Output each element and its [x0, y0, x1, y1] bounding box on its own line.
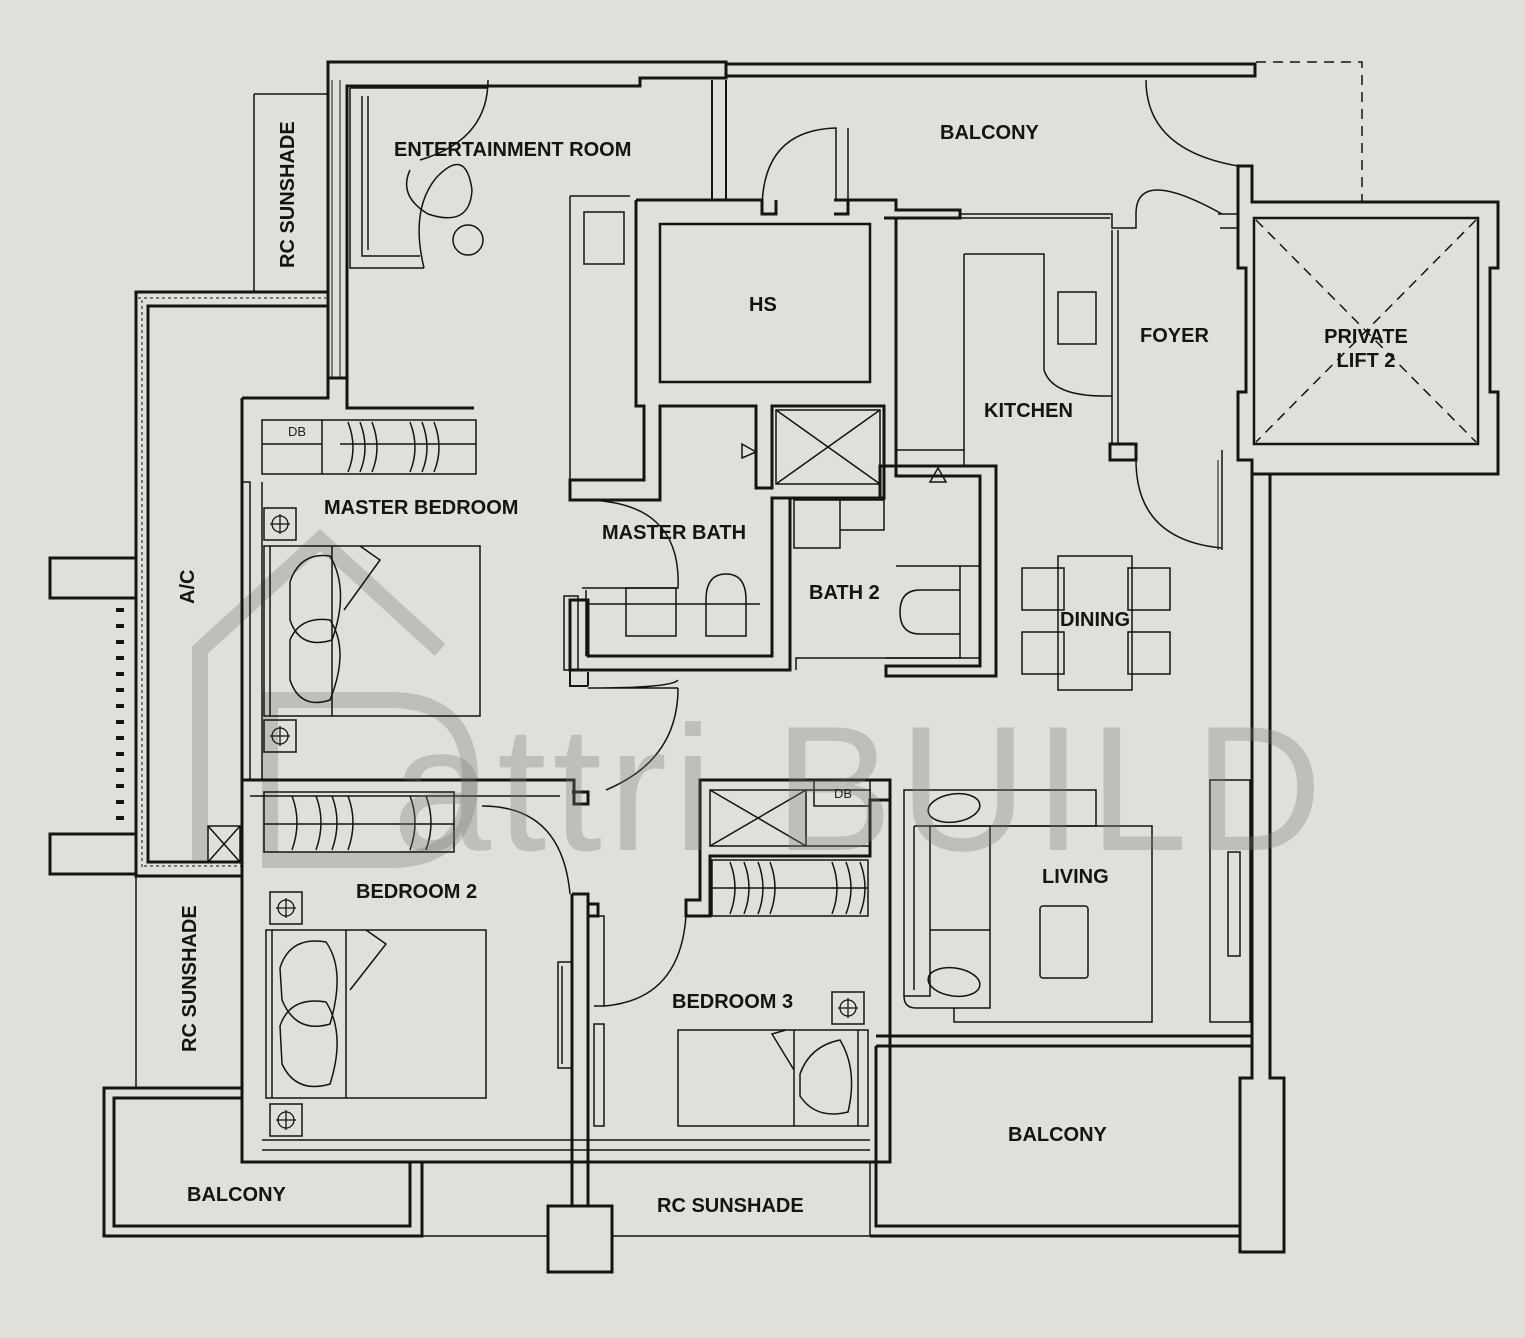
label-rc-sunshade-top: RC SUNSHADE — [277, 121, 299, 268]
label-bedroom-2: BEDROOM 2 — [356, 881, 478, 903]
label-ac: A/C — [177, 569, 199, 604]
label-foyer: FOYER — [1140, 325, 1209, 347]
label-balcony-right: BALCONY — [1008, 1124, 1107, 1146]
label-living: LIVING — [1042, 866, 1109, 888]
label-private-lift: PRIVATE LIFT 2 — [1310, 327, 1422, 371]
label-hs: HS — [749, 294, 777, 316]
label-balcony-top: BALCONY — [940, 122, 1039, 144]
interior-walls — [242, 80, 1251, 1023]
label-db-bedroom3: DB — [834, 786, 853, 801]
label-bath-2: BATH 2 — [809, 582, 880, 604]
label-db-master: DB — [288, 424, 307, 439]
power-points — [270, 514, 858, 1130]
label-entertainment-room: ENTERTAINMENT ROOM — [394, 139, 632, 161]
label-private-lift-line2: LIFT 2 — [1336, 350, 1396, 372]
label-kitchen: KITCHEN — [984, 400, 1073, 422]
watermark-text: attri BUILD — [392, 689, 1329, 888]
exterior-walls — [48, 60, 1500, 1274]
label-bedroom-3: BEDROOM 3 — [672, 991, 794, 1013]
label-master-bath: MASTER BATH — [602, 522, 747, 544]
label-rc-sunshade-bottom: RC SUNSHADE — [657, 1195, 804, 1217]
label-rc-sunshade-left: RC SUNSHADE — [179, 905, 201, 1052]
label-private-lift-line1: PRIVATE — [1324, 326, 1408, 348]
label-dining: DINING — [1060, 609, 1130, 631]
label-master-bedroom: MASTER BEDROOM — [324, 497, 519, 519]
fixtures — [116, 79, 1477, 1137]
label-balcony-left: BALCONY — [187, 1184, 286, 1206]
